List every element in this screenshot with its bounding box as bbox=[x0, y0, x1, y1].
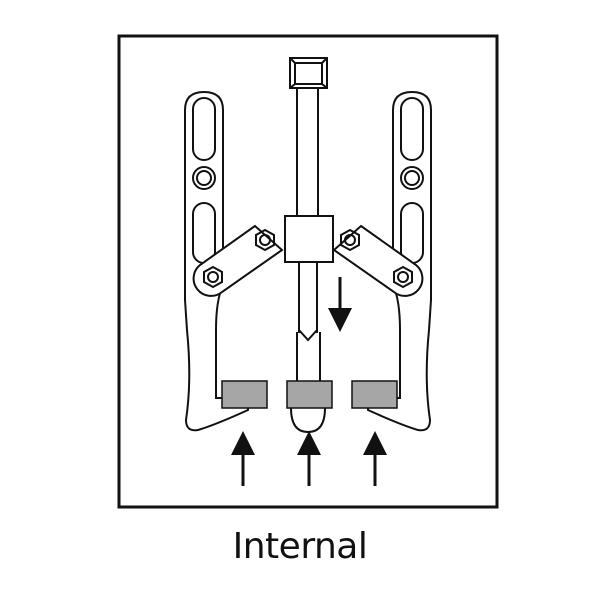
left-link-arm bbox=[192, 224, 284, 297]
spindle-nut bbox=[289, 57, 328, 89]
down-arrow-icon bbox=[328, 277, 352, 332]
left-bearing-block bbox=[221, 380, 268, 409]
right-bearing-block bbox=[351, 380, 398, 409]
up-arrow-icon-left bbox=[231, 431, 255, 486]
right-link-arm bbox=[332, 224, 424, 297]
bearing-dome bbox=[290, 407, 326, 434]
diagram-caption: Internal bbox=[232, 526, 368, 567]
center-spindle bbox=[289, 57, 328, 382]
diagram-frame bbox=[117, 34, 499, 509]
up-arrow-icon-right bbox=[363, 431, 387, 486]
center-yoke-block bbox=[284, 215, 334, 263]
center-bearing-block bbox=[286, 380, 333, 409]
up-arrow-icon-center bbox=[297, 431, 321, 486]
